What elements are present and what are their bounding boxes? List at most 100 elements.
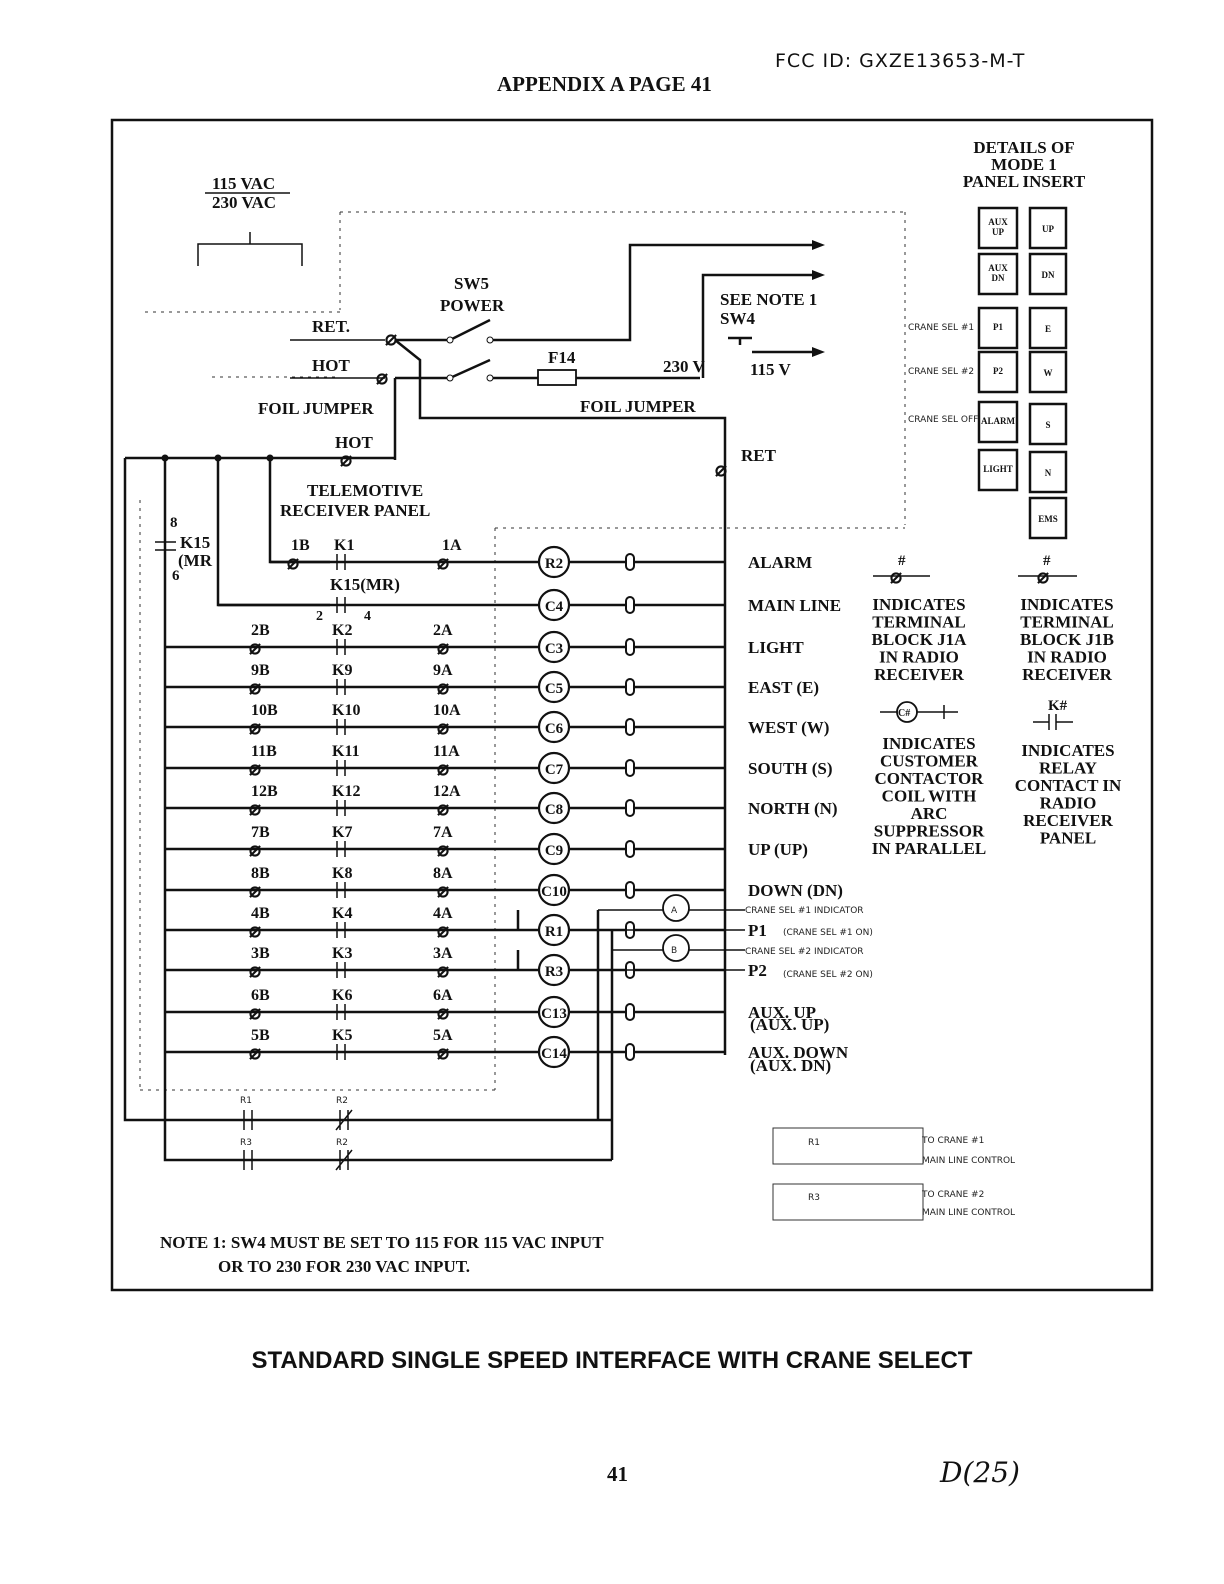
k15-label: K15	[180, 533, 210, 552]
terminal-a: ⌀	[437, 1002, 449, 1024]
relay-label: K12	[332, 783, 360, 800]
arc-suppressor	[625, 881, 635, 899]
crane-sel-2: CRANE SEL #2	[908, 367, 974, 377]
crane2-box	[772, 1183, 924, 1221]
legend-line: IN RADIO	[879, 648, 959, 667]
coil-label: C10	[541, 884, 567, 900]
relay-label: K7	[332, 824, 352, 841]
terminal-a: ⌀	[437, 1042, 449, 1064]
legend-terminal-j1b: ⌀	[1037, 566, 1049, 588]
coil-c10	[537, 873, 571, 907]
sw4-label: SW4	[720, 309, 755, 328]
arc-suppressor	[625, 553, 635, 571]
crane2-r3: R3	[808, 1193, 820, 1203]
arc-suppressor	[625, 840, 635, 858]
terminal-b-label: 12B	[251, 783, 278, 800]
legend-k-label: K#	[1048, 698, 1068, 714]
terminal-b-label: 9B	[251, 662, 270, 679]
legend-coil-lines	[880, 705, 958, 719]
insert-button-label: DN	[992, 273, 1005, 283]
coil-r1	[537, 913, 571, 947]
coil-label: C9	[545, 843, 563, 859]
sw4-switch	[701, 273, 820, 378]
crane-sel-off: CRANE SEL OFF	[908, 415, 978, 425]
crane-sel-1: CRANE SEL #1	[908, 323, 974, 333]
crane-sel-2-indicator: CRANE SEL #2 INDICATOR	[745, 947, 864, 957]
insert-button-label: EMS	[1038, 514, 1058, 524]
junction-dot	[161, 454, 169, 462]
p2-sub: (CRANE SEL #2 ON)	[783, 970, 873, 980]
foil-jumper-left: FOIL JUMPER	[258, 399, 374, 418]
function-label: AUX. DOWN	[748, 1043, 849, 1062]
bottom-r2b: R2	[336, 1138, 348, 1148]
ret-label2: RET	[741, 446, 777, 465]
junction-dot	[214, 454, 222, 462]
terminal-a-label: 4A	[433, 905, 453, 922]
terminal-b-label: 11B	[251, 743, 277, 760]
coil-label: C14	[541, 1046, 567, 1062]
relay-label: K4	[332, 905, 352, 922]
terminal-a: ⌀	[437, 839, 449, 861]
relay-label: K2	[332, 622, 352, 639]
terminal-b: ⌀	[249, 960, 261, 982]
arc-suppressor	[625, 678, 635, 696]
aux-up-sub: (AUX. UP)	[750, 1015, 829, 1034]
terminal-b: ⌀	[249, 677, 261, 699]
sw5-contact	[486, 374, 494, 382]
terminal-a-label: 6A	[433, 987, 453, 1004]
coil-c5	[537, 670, 571, 704]
fcc-id: FCC ID: GXZE13653-M-T	[775, 50, 1026, 72]
legend-line: PANEL	[1040, 829, 1096, 848]
terminal-a-label: 10A	[433, 702, 461, 719]
terminal-a-label: 11A	[433, 743, 460, 760]
terminal-b: ⌀	[249, 839, 261, 861]
terminal-b: ⌀	[249, 798, 261, 820]
bottom-r2: R2	[336, 1096, 348, 1106]
coil-label: C4	[545, 599, 564, 615]
function-label: EAST (E)	[748, 678, 819, 697]
legend-coil-label: C#	[898, 708, 910, 719]
insert-button-w	[1028, 350, 1068, 394]
junction-dot	[266, 454, 274, 462]
insert-button-label: S	[1045, 420, 1050, 430]
legend-line: RADIO	[1040, 794, 1097, 813]
note-line-2: OR TO 230 FOR 230 VAC INPUT.	[218, 1257, 470, 1276]
figure-caption: STANDARD SINGLE SPEED INTERFACE WITH CRA…	[251, 1347, 973, 1374]
legend-hash-2: #	[1043, 553, 1051, 569]
lamp-b-label: B	[671, 946, 677, 956]
insert-button-e	[1028, 306, 1068, 350]
legend-line: TERMINAL	[872, 613, 966, 632]
legend-line: INDICATES	[872, 595, 965, 614]
terminal-a: ⌀	[437, 798, 449, 820]
terminal-a-label: 7A	[433, 824, 453, 841]
arc-suppressor	[625, 799, 635, 817]
terminal-b-label: 6B	[251, 987, 270, 1004]
ret-label: RET.	[312, 317, 350, 336]
bottom-contacts	[243, 1109, 353, 1171]
fuse-f14	[537, 369, 577, 386]
lamp-a	[662, 894, 690, 922]
insert-button-label: UP	[992, 227, 1004, 237]
terminal-b: ⌀	[249, 717, 261, 739]
supply-115: 115 VAC	[212, 174, 275, 193]
insert-button-label: P1	[993, 322, 1003, 332]
coil-label: C3	[545, 641, 563, 657]
terminal-a-label: 5A	[433, 1027, 453, 1044]
hot-label: HOT	[312, 356, 350, 375]
terminal-b-label: 1B	[291, 537, 310, 554]
terminal-b: ⌀	[249, 758, 261, 780]
note-ref: SEE NOTE 1	[720, 290, 817, 309]
ret-jumper	[394, 339, 727, 465]
p1-sub: (CRANE SEL #1 ON)	[783, 928, 873, 938]
legend-line: RECEIVER	[1022, 665, 1112, 684]
insert-button-label: DN	[1042, 270, 1055, 280]
terminal-a-label: 9A	[433, 662, 453, 679]
insert-button-n	[1028, 450, 1068, 494]
insert-button-aux-dn	[977, 252, 1019, 296]
relay-label: K1	[334, 537, 354, 554]
insert-button-label: ALARM	[981, 416, 1016, 426]
terminal-b-label: 10B	[251, 702, 278, 719]
terminal-a-label: 12A	[433, 783, 461, 800]
